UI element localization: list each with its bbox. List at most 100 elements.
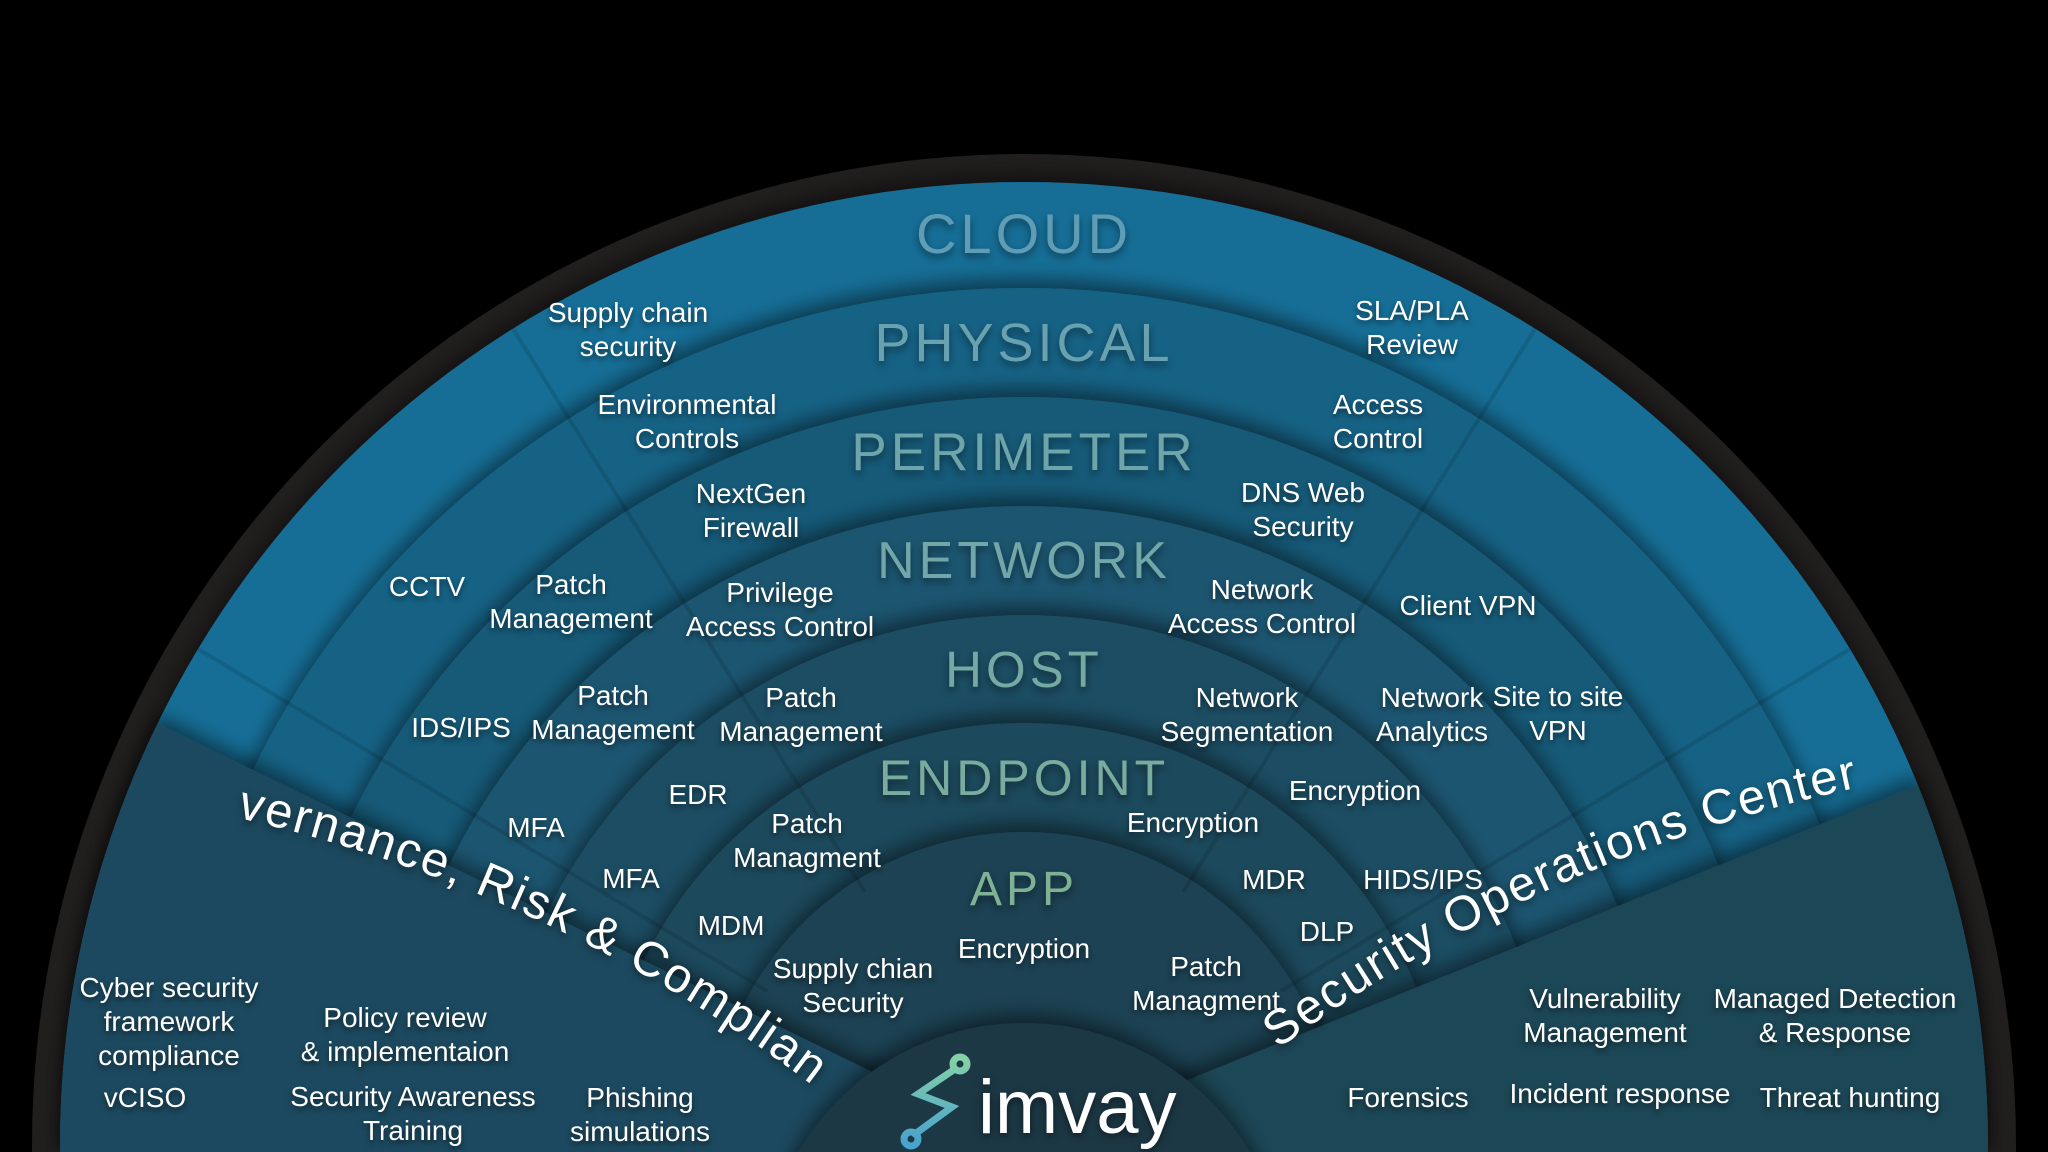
label-line: Controls (635, 423, 739, 454)
ring-segment-seam (511, 327, 867, 894)
ring-segment-seams (196, 327, 1852, 993)
item-encryption-app: Encryption (958, 933, 1090, 964)
item-mdm: MDM (698, 910, 765, 941)
label-line: Security Awareness (290, 1081, 535, 1112)
label-line: Encryption (958, 933, 1090, 964)
item-hids-ips: HIDS/IPS (1363, 864, 1483, 895)
ring-title-physical: PHYSICAL (874, 313, 1173, 373)
ring-title-perimeter: PERIMETER (851, 423, 1196, 482)
label-line: Management (719, 716, 883, 747)
ring-title-endpoint: ENDPOINT (879, 750, 1169, 806)
ring-title-cloud: CLOUD (916, 202, 1132, 265)
item-mfa-1: MFA (507, 812, 565, 843)
label-line: Management (531, 714, 695, 745)
label-line: Encryption (1289, 775, 1421, 806)
label-line: MFA (602, 863, 660, 894)
simvay-s-stroke (910, 1065, 960, 1138)
label-line: simulations (570, 1116, 710, 1147)
label-line: framework (104, 1006, 236, 1037)
item-cctv: CCTV (389, 571, 466, 602)
item-client-vpn: Client VPN (1400, 590, 1537, 621)
label-line: DNS Web (1241, 477, 1365, 508)
label-line: Management (489, 603, 653, 634)
item-mfa-2: MFA (602, 863, 660, 894)
ring-title-app: APP (970, 863, 1078, 916)
simvay-s-top-node (949, 1053, 971, 1075)
label-line: VPN (1529, 715, 1587, 746)
label-line: Management (1523, 1017, 1687, 1048)
label-line: vCISO (104, 1082, 186, 1113)
brand-logo: imvay (900, 1053, 1176, 1150)
label-line: Site to site (1493, 681, 1624, 712)
item-threat-hunting: Threat hunting (1760, 1082, 1941, 1113)
label-line: Managed Detection (1714, 983, 1957, 1014)
item-encryption-host: Encryption (1289, 775, 1421, 806)
label-line: Patch (765, 682, 837, 713)
label-line: & Response (1759, 1017, 1912, 1048)
label-line: Supply chain (548, 297, 708, 328)
simvay-s-bottom-node (900, 1128, 922, 1150)
label-line: Patch (771, 808, 843, 839)
ring-title-network: NETWORK (877, 532, 1171, 590)
label-line: Security (802, 987, 903, 1018)
label-line: Incident response (1509, 1078, 1730, 1109)
label-line: Phishing (586, 1082, 693, 1113)
label-line: Client VPN (1400, 590, 1537, 621)
label-line: Policy review (323, 1002, 487, 1033)
label-line: Analytics (1376, 716, 1488, 747)
label-line: Patch (535, 569, 607, 600)
ring-segment-seam (1279, 647, 1852, 993)
label-line: MDM (698, 910, 765, 941)
label-line: Network (1211, 574, 1315, 605)
label-line: Training (363, 1115, 463, 1146)
label-line: Patch (1170, 951, 1242, 982)
label-line: Encryption (1127, 807, 1259, 838)
ring-title-host: HOST (945, 641, 1103, 698)
label-line: Threat hunting (1760, 1082, 1941, 1113)
brand-wordmark: imvay (978, 1065, 1176, 1150)
item-mdr: MDR (1242, 864, 1306, 895)
label-line: SLA/PLA (1355, 295, 1469, 326)
label-line: Patch (577, 680, 649, 711)
label-line: Managment (1132, 985, 1280, 1016)
label-line: MFA (507, 812, 565, 843)
item-dlp: DLP (1300, 916, 1354, 947)
item-policy-review-implementaion: Policy review& implementaion (301, 1002, 510, 1067)
ring-titles: CLOUD PHYSICAL PERIMETER NETWORK HOST EN… (851, 202, 1196, 916)
label-line: Forensics (1347, 1082, 1468, 1113)
label-line: IDS/IPS (411, 712, 511, 743)
label-line: Cyber security (80, 972, 259, 1003)
ring-segment-seam (196, 647, 769, 993)
label-line: Access (1333, 389, 1423, 420)
label-line: Security (1252, 511, 1353, 542)
label-line: Firewall (703, 512, 799, 543)
label-line: Access Control (1168, 608, 1356, 639)
label-line: Access Control (686, 611, 874, 642)
label-line: Environmental (598, 389, 777, 420)
item-forensics: Forensics (1347, 1082, 1468, 1113)
label-line: Control (1333, 423, 1423, 454)
hub-circle (798, 1023, 1250, 1152)
grc-wedge (60, 723, 1024, 1152)
